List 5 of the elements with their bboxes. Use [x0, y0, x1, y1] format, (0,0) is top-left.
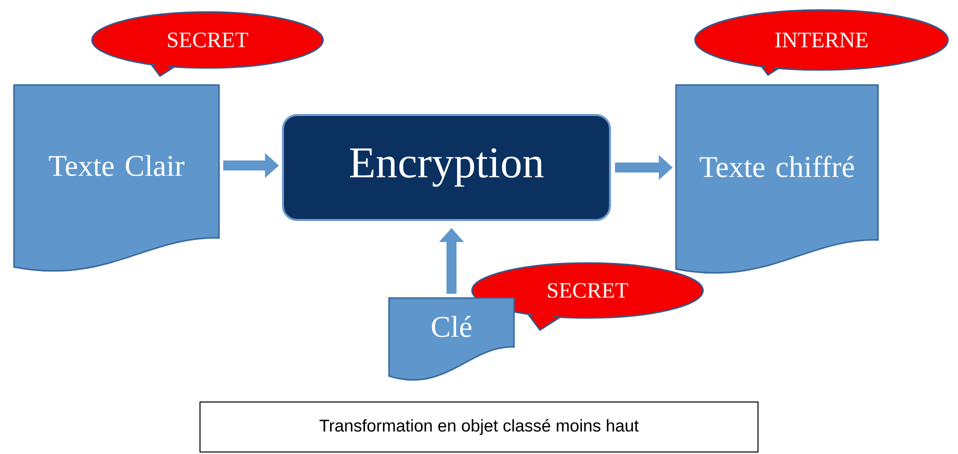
callout-bubble: SECRET: [91, 11, 324, 77]
caption-box: Transformation en objet classé moins haut: [200, 402, 758, 452]
callout-bubble: SECRET: [471, 262, 704, 331]
process-box: Encryption: [282, 114, 611, 221]
callout-bubble: INTERNE: [694, 9, 949, 76]
